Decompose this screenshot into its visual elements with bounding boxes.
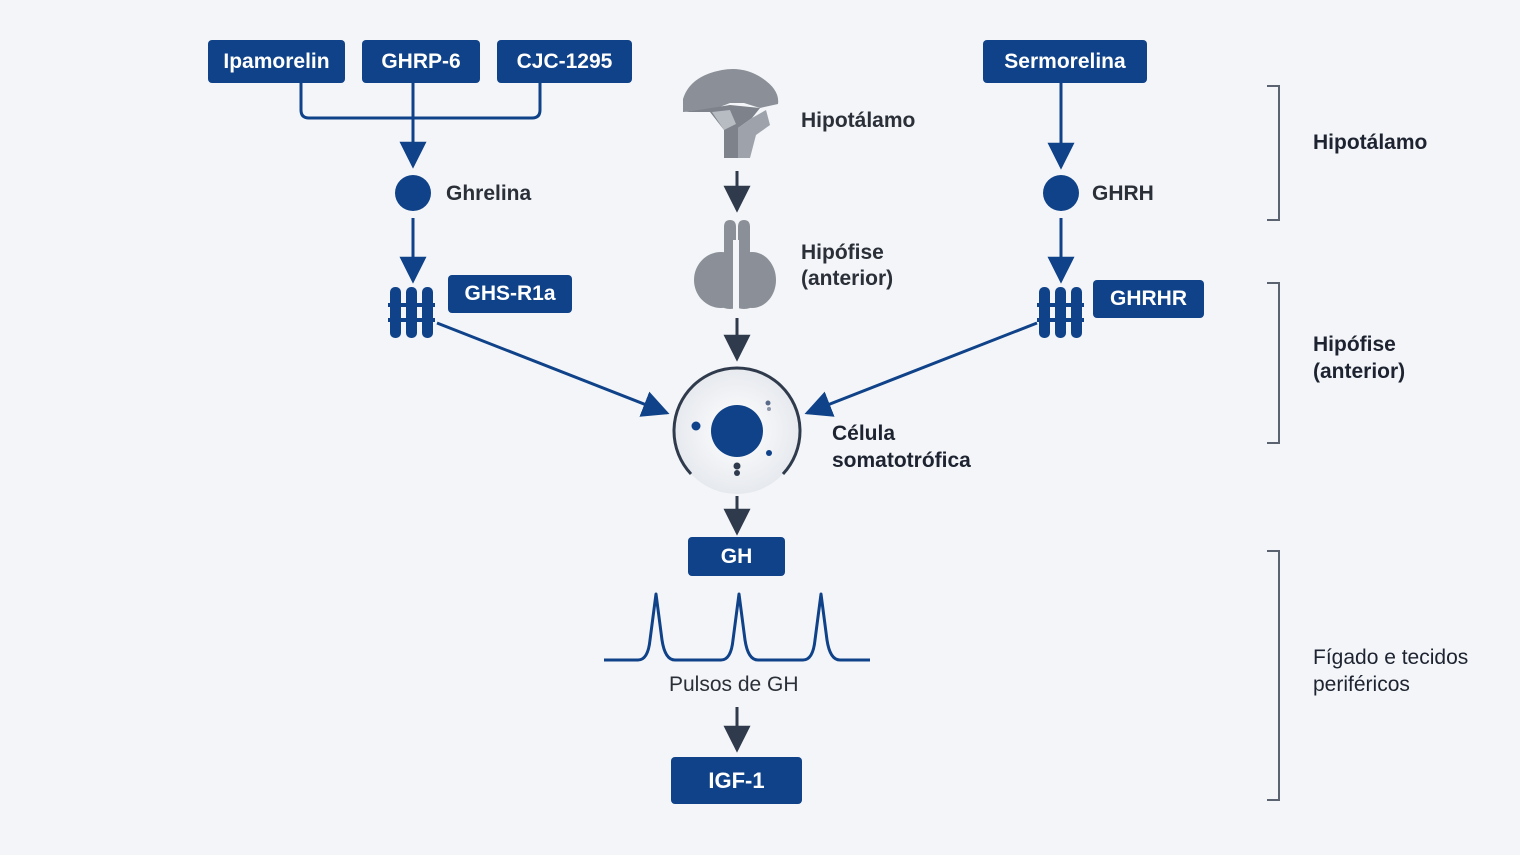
sermorelina-box: Sermorelina [983, 40, 1147, 83]
ghrhr-box: GHRHR [1093, 280, 1204, 318]
ghrh-label: GHRH [1092, 182, 1154, 205]
ghs-r1a-box: GHS-R1a [448, 275, 572, 313]
arrow-right-receptor-to-cell [804, 321, 1038, 417]
cjc1295-box: CJC-1295 [497, 40, 632, 83]
hipofise-label-line2: (anterior) [801, 267, 894, 290]
left-merge-lines [299, 83, 542, 120]
celula-label-line2: somatotrófica [832, 449, 971, 472]
side-label-figado-line2: periféricos [1313, 673, 1410, 696]
side-label-hipofise-line1: Hipófise [1313, 333, 1396, 356]
hipotalamo-label: Hipotálamo [801, 109, 916, 132]
bracket-hipofise [1267, 282, 1280, 444]
ghrelina-label: Ghrelina [446, 182, 532, 205]
bracket-hipotalamo [1267, 85, 1280, 221]
pulsos-label: Pulsos de GH [669, 673, 799, 696]
pituitary-icon [694, 220, 776, 310]
bracket-figado [1267, 550, 1280, 801]
cell-icon [672, 366, 802, 494]
pulse-wave-icon [604, 592, 870, 662]
hypothalamus-icon [683, 69, 779, 158]
side-label-figado-line1: Fígado e tecidos [1313, 646, 1469, 669]
celula-label-line1: Célula [832, 422, 896, 445]
side-label-hipotalamo: Hipotálamo [1313, 131, 1428, 154]
ipamorelin-box: Ipamorelin [208, 40, 345, 83]
igf1-box: IGF-1 [671, 757, 802, 804]
gh-box: GH [688, 537, 785, 576]
receptor-icon [1037, 287, 1084, 338]
receptor-icon [388, 287, 435, 338]
ghrelina-dot [395, 175, 431, 211]
side-label-hipofise-line2: (anterior) [1313, 360, 1406, 383]
ghrh-dot [1043, 175, 1079, 211]
hipofise-label-line1: Hipófise [801, 241, 884, 264]
ghrp6-box: GHRP-6 [362, 40, 480, 83]
arrow-left-receptor-to-cell [436, 321, 670, 417]
